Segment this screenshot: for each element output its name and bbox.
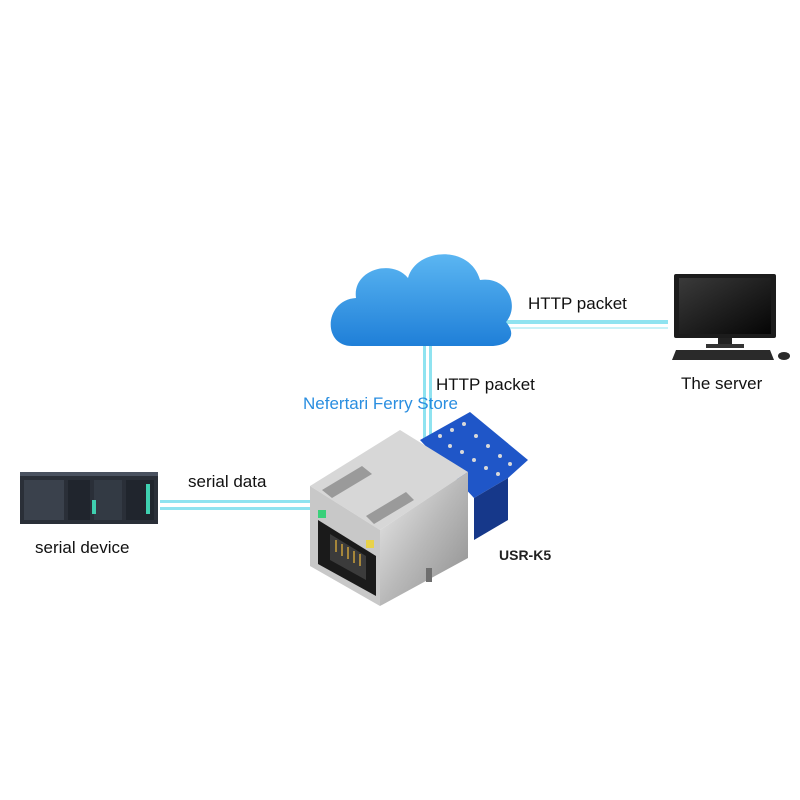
cloud-icon (330, 254, 512, 346)
the-server-label: The server (681, 374, 763, 393)
plc-device-icon (20, 472, 158, 524)
http-packet-label-mid: HTTP packet (436, 375, 535, 394)
line-cloud-to-module-2 (429, 335, 432, 440)
line-cloud-to-server-glow (500, 327, 668, 329)
store-watermark: Nefertari Ferry Store (303, 394, 458, 413)
serial-device-label: serial device (35, 538, 130, 557)
serial-data-label: serial data (188, 472, 267, 491)
line-device-to-module (160, 500, 310, 503)
model-label: USR-K5 (499, 547, 552, 563)
line-cloud-to-module (423, 335, 426, 440)
connection-lines (160, 320, 668, 510)
desktop-computer-icon (672, 274, 790, 360)
line-cloud-to-server (500, 320, 668, 324)
usr-k5-ethernet-module (310, 412, 528, 606)
line-device-to-module-2 (160, 507, 310, 510)
http-packet-label-top: HTTP packet (528, 294, 627, 313)
